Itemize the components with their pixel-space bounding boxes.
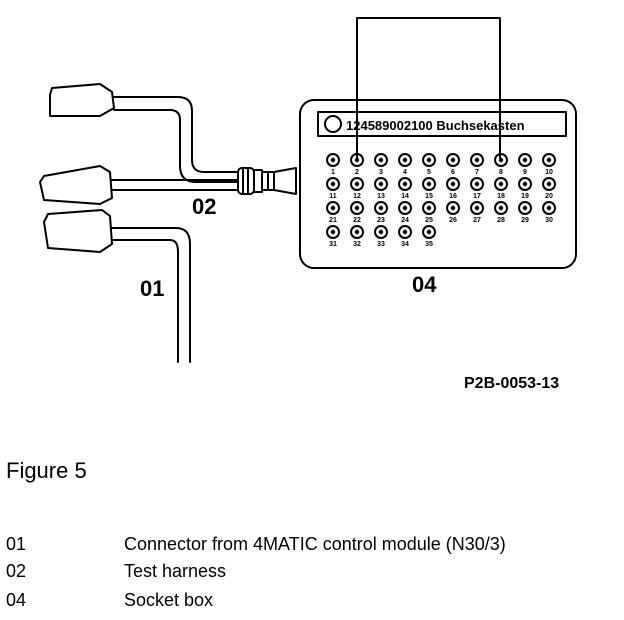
image-code: P2B-0053-13 xyxy=(464,375,559,392)
socket-label: 5 xyxy=(427,169,431,176)
socket-box-mount-hole xyxy=(324,115,342,133)
socket-6: 6 xyxy=(446,153,460,176)
socket-29: 29 xyxy=(518,201,532,224)
socket-17: 17 xyxy=(470,177,484,200)
socket-label: 6 xyxy=(451,169,455,176)
socket-5: 5 xyxy=(422,153,436,176)
socket-25: 25 xyxy=(422,201,436,224)
legend-number: 02 xyxy=(6,561,27,581)
socket-19: 19 xyxy=(518,177,532,200)
socket-label: 14 xyxy=(401,193,409,200)
legend-number: 01 xyxy=(6,534,27,554)
socket-3: 3 xyxy=(374,153,388,176)
socket-28: 28 xyxy=(494,201,508,224)
socket-label: 32 xyxy=(353,241,361,248)
legend-description: Test harness xyxy=(124,561,227,581)
socket-label: 19 xyxy=(521,193,529,200)
socket-label: 22 xyxy=(353,217,361,224)
socket-21: 21 xyxy=(326,201,340,224)
callout-04: 04 xyxy=(412,272,437,297)
top-connector xyxy=(49,83,115,117)
socket-34: 34 xyxy=(398,225,412,248)
legend-description: Connector from 4MATIC control module (N3… xyxy=(124,534,506,554)
socket-13: 13 xyxy=(374,177,388,200)
socket-label: 12 xyxy=(353,193,361,200)
socket-20: 20 xyxy=(542,177,556,200)
socket-2: 2 xyxy=(350,153,364,176)
socket-12: 12 xyxy=(350,177,364,200)
socket-label: 31 xyxy=(329,241,337,248)
socket-4: 4 xyxy=(398,153,412,176)
bottom-connector-01 xyxy=(43,209,113,253)
socket-33: 33 xyxy=(374,225,388,248)
socket-label: 17 xyxy=(473,193,481,200)
socket-label: 15 xyxy=(425,193,433,200)
socket-label: 7 xyxy=(475,169,479,176)
figure-title: Figure 5 xyxy=(6,458,87,483)
socket-11: 11 xyxy=(326,177,340,200)
socket-label: 28 xyxy=(497,217,505,224)
socket-30: 30 xyxy=(542,201,556,224)
socket-label: 18 xyxy=(497,193,505,200)
socket-label: 23 xyxy=(377,217,385,224)
socket-label: 1 xyxy=(331,169,335,176)
socket-label: 30 xyxy=(545,217,553,224)
socket-18: 18 xyxy=(494,177,508,200)
socket-16: 16 xyxy=(446,177,460,200)
socket-label: 16 xyxy=(449,193,457,200)
socket-label: 24 xyxy=(401,217,409,224)
socket-26: 26 xyxy=(446,201,460,224)
socket-1: 1 xyxy=(326,153,340,176)
socket-box-label-plate xyxy=(317,111,567,137)
socket-label: 2 xyxy=(355,169,359,176)
callout-02: 02 xyxy=(192,194,216,219)
legend-description: Socket box xyxy=(124,590,214,610)
top-connector-strain-relief xyxy=(113,96,125,111)
socket-label: 10 xyxy=(545,169,553,176)
socket-8: 8 xyxy=(494,153,508,176)
socket-7: 7 xyxy=(470,153,484,176)
socket-label: 33 xyxy=(377,241,385,248)
socket-label: 20 xyxy=(545,193,553,200)
callout-01: 01 xyxy=(140,276,164,301)
socket-label: 9 xyxy=(523,169,527,176)
socket-label: 35 xyxy=(425,241,433,248)
socket-24: 24 xyxy=(398,201,412,224)
socket-label: 3 xyxy=(379,169,383,176)
socket-box-label: 124589002100 Buchsekasten xyxy=(346,118,525,133)
socket-label: 25 xyxy=(425,217,433,224)
socket-15: 15 xyxy=(422,177,436,200)
harness-coupling xyxy=(237,167,255,195)
socket-23: 23 xyxy=(374,201,388,224)
socket-label: 29 xyxy=(521,217,529,224)
socket-35: 35 xyxy=(422,225,436,248)
socket-label: 13 xyxy=(377,193,385,200)
socket-14: 14 xyxy=(398,177,412,200)
jumper-wire xyxy=(356,17,501,159)
socket-10: 10 xyxy=(542,153,556,176)
socket-label: 34 xyxy=(401,241,409,248)
socket-label: 11 xyxy=(329,193,337,200)
socket-27: 27 xyxy=(470,201,484,224)
socket-label: 26 xyxy=(449,217,457,224)
legend-number: 04 xyxy=(6,590,27,610)
socket-label: 8 xyxy=(499,169,503,176)
socket-label: 4 xyxy=(403,169,407,176)
socket-22: 22 xyxy=(350,201,364,224)
socket-box xyxy=(299,99,577,269)
socket-label: 21 xyxy=(329,217,337,224)
middle-connector xyxy=(39,165,113,205)
socket-31: 31 xyxy=(326,225,340,248)
socket-32: 32 xyxy=(350,225,364,248)
socket-9: 9 xyxy=(518,153,532,176)
top-cable xyxy=(123,96,239,173)
socket-label: 27 xyxy=(473,217,481,224)
